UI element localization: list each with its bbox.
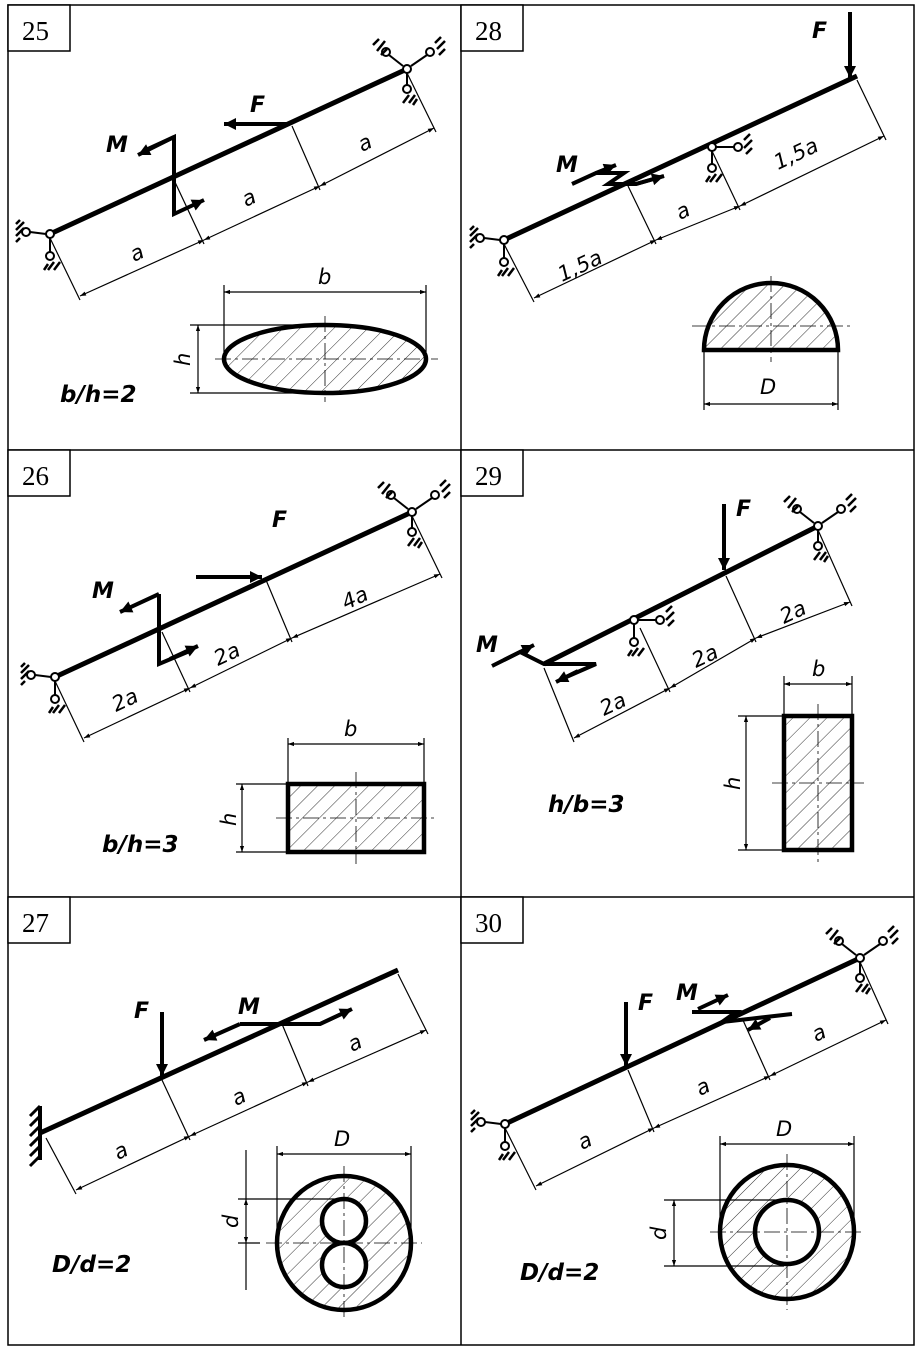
problem-number-box bbox=[460, 4, 524, 52]
span-label: a bbox=[126, 239, 148, 266]
moment-arrowhead bbox=[697, 993, 729, 1011]
moment-arrowhead bbox=[503, 643, 535, 662]
span-label: a bbox=[344, 1029, 366, 1056]
span-label: 4a bbox=[338, 582, 372, 615]
problem-number-box bbox=[460, 896, 524, 944]
cross-section-ring bbox=[664, 1136, 864, 1310]
beam bbox=[502, 73, 859, 243]
problem-25: 25 M F a a a bbox=[7, 4, 447, 408]
moment-arrowhead bbox=[595, 163, 617, 176]
ratio-label: b/h=3 bbox=[102, 832, 179, 858]
ratio-label: b/h=2 bbox=[60, 382, 137, 408]
beam bbox=[542, 523, 820, 667]
ratio-label: h/b=3 bbox=[548, 792, 625, 818]
moment-label: M bbox=[106, 133, 128, 158]
span-label: 1,5a bbox=[770, 133, 822, 174]
problem-29: 29 F M 2a 2a 2a bbox=[460, 449, 864, 862]
moment-arrowhead bbox=[635, 173, 665, 186]
moment-arrow bbox=[491, 649, 597, 680]
span-label: a bbox=[228, 1083, 250, 1110]
span-label: a bbox=[574, 1127, 596, 1154]
moment-label: M bbox=[92, 579, 114, 604]
problem-number: 25 bbox=[22, 16, 49, 46]
beam bbox=[38, 967, 400, 1136]
span-label: 2a bbox=[210, 638, 244, 671]
dimension-lines bbox=[503, 79, 887, 303]
span-label: a bbox=[808, 1019, 830, 1046]
problem-number: 26 bbox=[22, 461, 49, 491]
problem-number-box bbox=[460, 449, 524, 497]
problem-28: 28 F M 1,5a a 1,5a bbox=[460, 4, 887, 410]
dimension-lines bbox=[54, 515, 443, 743]
moment-arrowhead bbox=[555, 669, 579, 684]
moment-arrowhead bbox=[747, 1016, 771, 1032]
span-label: a bbox=[238, 184, 260, 211]
cross-section-rectangle bbox=[738, 676, 864, 862]
width-label: D bbox=[760, 375, 776, 399]
beam bbox=[48, 66, 409, 237]
moment-arrowhead bbox=[319, 1007, 353, 1026]
problem-number: 29 bbox=[475, 461, 502, 491]
fixed-support-icon bbox=[28, 1104, 42, 1168]
moment-start-arrow bbox=[137, 135, 175, 157]
span-label: 1,5a bbox=[554, 245, 606, 286]
force-label: F bbox=[250, 93, 265, 118]
cross-section-ellipse bbox=[190, 285, 438, 402]
middle-support bbox=[626, 605, 675, 657]
problem-number-box bbox=[7, 4, 71, 52]
problem-number-box bbox=[7, 449, 71, 497]
height-label: d bbox=[647, 1226, 671, 1240]
moment-arrowhead bbox=[119, 592, 160, 614]
span-label: 2a bbox=[688, 640, 722, 673]
dimension-lines bbox=[49, 72, 437, 301]
span-label: a bbox=[672, 197, 694, 224]
height-label: h bbox=[721, 777, 745, 790]
width-label: D bbox=[334, 1127, 350, 1151]
moment-label: M bbox=[476, 633, 498, 658]
force-label: F bbox=[736, 497, 751, 522]
span-label: a bbox=[692, 1073, 714, 1100]
problem-number: 30 bbox=[475, 908, 502, 938]
moment-label: M bbox=[676, 981, 698, 1006]
cross-section-rectangle bbox=[236, 738, 436, 864]
width-label: b bbox=[318, 265, 331, 289]
height-label: d bbox=[219, 1214, 243, 1228]
dimension-lines bbox=[45, 973, 429, 1195]
problem-30: 30 F M a a a bbox=[460, 896, 900, 1310]
moment-arrowhead bbox=[203, 1022, 241, 1042]
height-label: h bbox=[217, 813, 241, 826]
force-label: F bbox=[134, 999, 149, 1024]
cross-section-circle-two-holes bbox=[238, 1146, 422, 1320]
span-label: a bbox=[110, 1137, 132, 1164]
problem-number: 27 bbox=[22, 908, 49, 938]
width-label: D bbox=[776, 1117, 792, 1141]
problem-26: 26 F M 2a 2a 4a bbox=[7, 449, 452, 864]
dimension-lines bbox=[543, 529, 853, 743]
dimension-lines bbox=[504, 961, 889, 1191]
span-label: a bbox=[354, 129, 376, 156]
width-label: b bbox=[344, 717, 357, 741]
beam bbox=[503, 955, 862, 1127]
moment-label: M bbox=[238, 995, 260, 1020]
problem-number: 28 bbox=[475, 16, 502, 46]
moment-label: M bbox=[556, 153, 578, 178]
span-label: 2a bbox=[596, 688, 630, 721]
moment-arrow bbox=[147, 133, 205, 218]
span-label: 2a bbox=[108, 684, 142, 717]
ratio-label: D/d=2 bbox=[520, 1260, 599, 1286]
width-label: b bbox=[812, 657, 825, 681]
force-label: F bbox=[272, 508, 287, 533]
problem-27: 27 F M a a a bbox=[7, 896, 429, 1320]
ratio-label: D/d=2 bbox=[52, 1252, 131, 1278]
force-label: F bbox=[638, 991, 653, 1016]
moment-arrow bbox=[692, 1010, 793, 1025]
height-label: h bbox=[171, 353, 195, 366]
force-label: F bbox=[812, 19, 827, 44]
cross-section-semicircle bbox=[692, 276, 850, 410]
span-label: 2a bbox=[776, 596, 810, 629]
beam bbox=[53, 509, 414, 680]
problem-number-box bbox=[7, 896, 71, 944]
